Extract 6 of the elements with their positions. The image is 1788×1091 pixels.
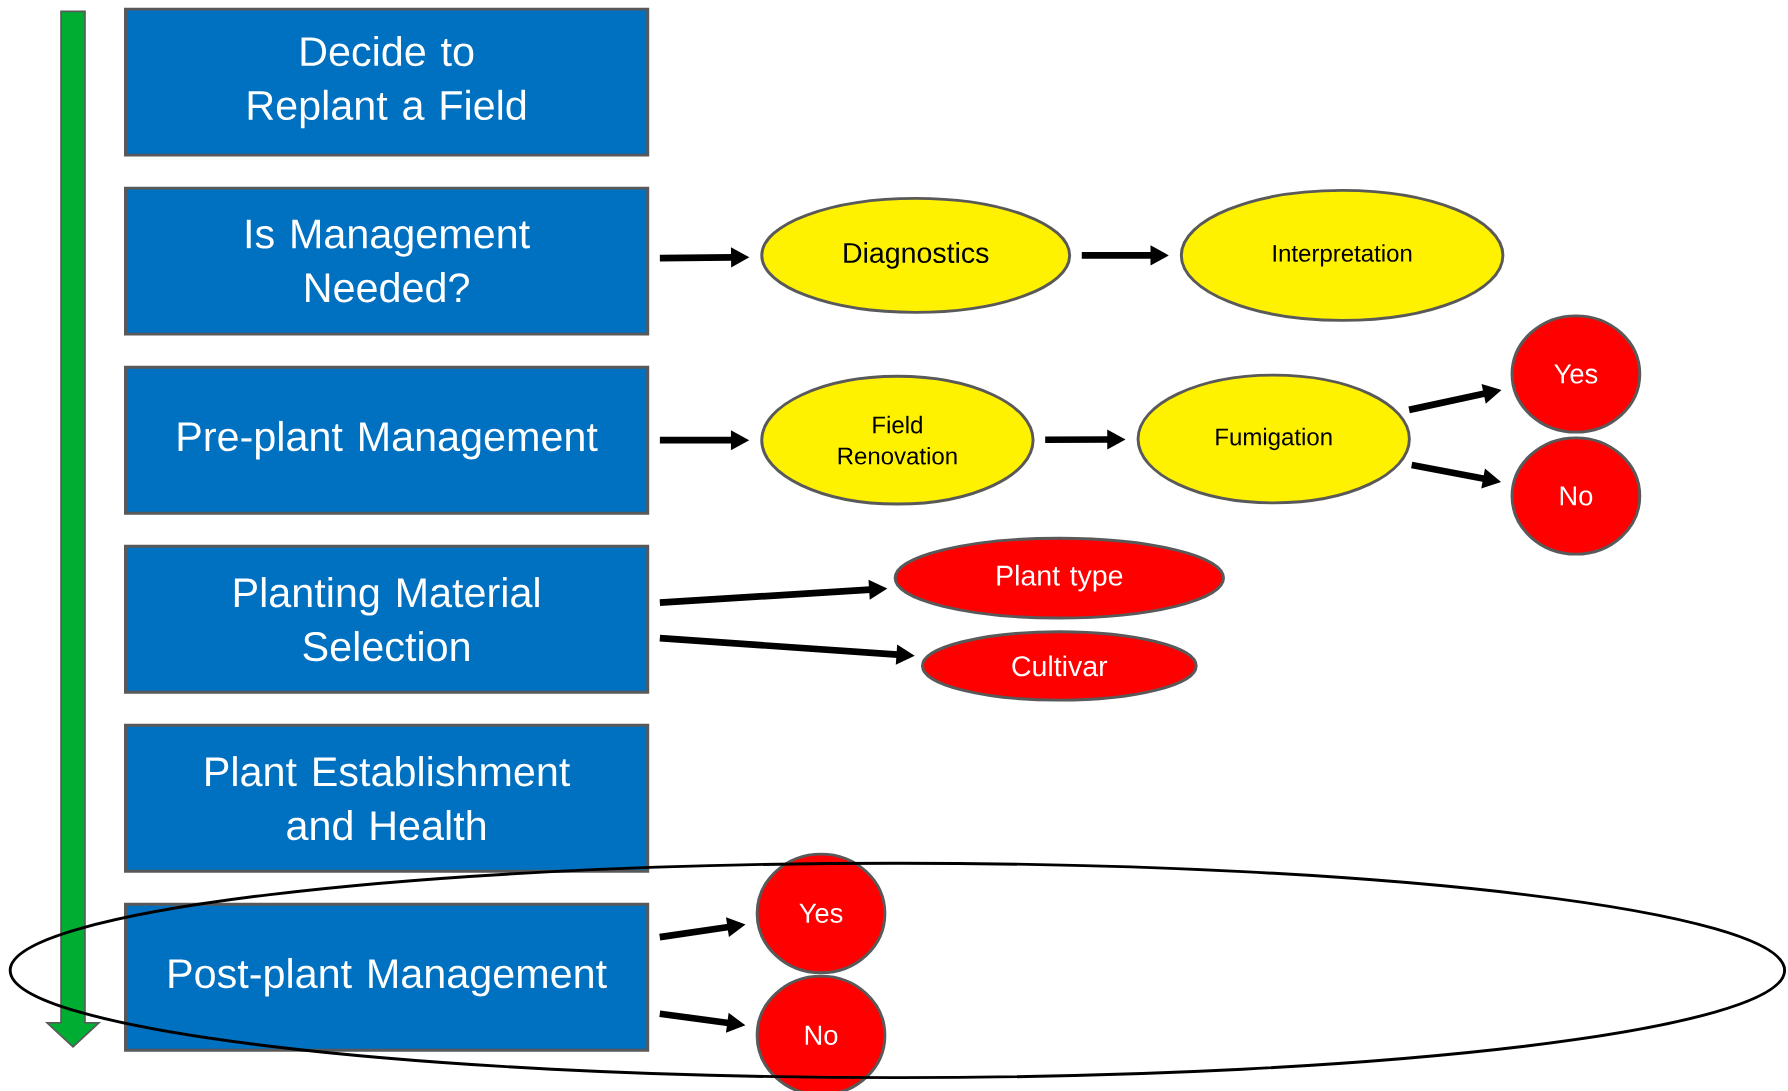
process-box: Decide to Replant a Field: [124, 7, 650, 157]
process-box: Is Management Needed?: [124, 186, 650, 336]
process-box: Plant Establishment and Health: [124, 723, 650, 873]
process-box: Planting Material Selection: [124, 544, 650, 694]
process-box: Pre-plant Management: [124, 365, 650, 515]
process-box: Post-plant Management: [124, 902, 650, 1052]
